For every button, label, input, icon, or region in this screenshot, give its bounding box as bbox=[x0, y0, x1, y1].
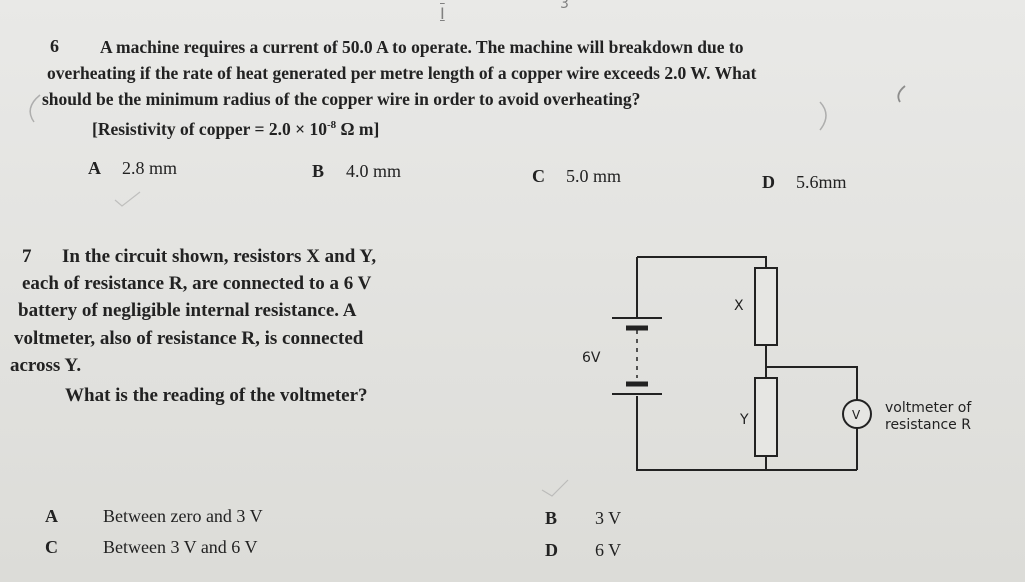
battery-label: 6V bbox=[582, 350, 601, 366]
q7-line-2: each of resistance R, are connected to a… bbox=[22, 273, 372, 294]
option-value: 2.8 mm bbox=[122, 158, 178, 178]
resistor-x-label: X bbox=[734, 298, 744, 314]
margin-mark: I bbox=[440, 4, 445, 23]
resistivity-unit: Ω m] bbox=[336, 118, 380, 139]
option-letter: B bbox=[545, 508, 558, 528]
resistor-y-label: Y bbox=[739, 412, 749, 428]
resistivity-value: 2.0 × 10 bbox=[268, 118, 327, 139]
voltmeter-note-2: resistance R bbox=[885, 417, 971, 433]
q6-option-c[interactable]: C 5.0 mm bbox=[532, 166, 621, 187]
option-letter: B bbox=[312, 161, 325, 181]
option-value: Between zero and 3 V bbox=[103, 506, 263, 526]
q7-option-b[interactable]: B 3 V bbox=[545, 508, 621, 529]
q7-option-a[interactable]: A Between zero and 3 V bbox=[45, 506, 263, 527]
q7-line-4: voltmeter, also of resistance R, is conn… bbox=[14, 328, 364, 349]
q7-line-5: across Y. bbox=[10, 355, 82, 376]
wire-top bbox=[637, 256, 767, 268]
option-value: 4.0 mm bbox=[346, 161, 402, 181]
page-number: 3 bbox=[560, 0, 569, 12]
q6-line-2: overheating if the rate of heat generate… bbox=[47, 63, 757, 83]
option-letter: D bbox=[545, 540, 558, 560]
option-value: 5.6mm bbox=[796, 172, 847, 192]
option-letter: D bbox=[762, 172, 775, 192]
resistor-x bbox=[754, 267, 778, 346]
option-letter: A bbox=[88, 158, 101, 178]
q6-line-1: A machine requires a current of 50.0 A t… bbox=[100, 37, 744, 57]
voltmeter bbox=[842, 399, 872, 429]
q7-line-1: 7 In the circuit shown, resistors X and Y… bbox=[22, 243, 376, 270]
q6-number: 6 bbox=[50, 36, 59, 56]
resistivity-prefix: [Resistivity of copper = bbox=[92, 118, 269, 139]
option-value: 5.0 mm bbox=[566, 166, 622, 186]
q7-option-d[interactable]: D 6 V bbox=[545, 540, 621, 561]
q7-option-c[interactable]: C Between 3 V and 6 V bbox=[45, 537, 258, 558]
wire-bottom bbox=[636, 396, 857, 471]
option-letter: C bbox=[45, 537, 58, 557]
voltmeter-note-1: voltmeter of bbox=[885, 400, 972, 416]
voltmeter-symbol: V bbox=[852, 408, 861, 422]
q7-line-3: battery of negligible internal resistanc… bbox=[18, 300, 357, 321]
option-letter: A bbox=[45, 506, 58, 526]
q6-resistivity: [Resistivity of copper = 2.0 × 10-8 Ω m] bbox=[92, 114, 379, 140]
option-value: 6 V bbox=[595, 540, 622, 560]
q7-line-1-text: In the circuit shown, resistors X and Y, bbox=[62, 246, 377, 267]
q6-option-d[interactable]: D 5.6mm bbox=[762, 172, 847, 193]
q6-line-3: should be the minimum radius of the copp… bbox=[42, 89, 641, 109]
resistor-y bbox=[754, 377, 778, 457]
option-value: 3 V bbox=[595, 508, 622, 528]
resistivity-exponent: -8 bbox=[326, 119, 337, 131]
option-value: Between 3 V and 6 V bbox=[103, 537, 258, 557]
q6-option-a[interactable]: A 2.8 mm bbox=[88, 158, 177, 179]
q7-number: 7 bbox=[22, 246, 32, 267]
q6-option-b[interactable]: B 4.0 mm bbox=[312, 161, 401, 182]
wire-voltmeter-top bbox=[766, 366, 858, 400]
q7-question: What is the reading of the voltmeter? bbox=[65, 385, 368, 406]
option-letter: C bbox=[532, 166, 545, 186]
